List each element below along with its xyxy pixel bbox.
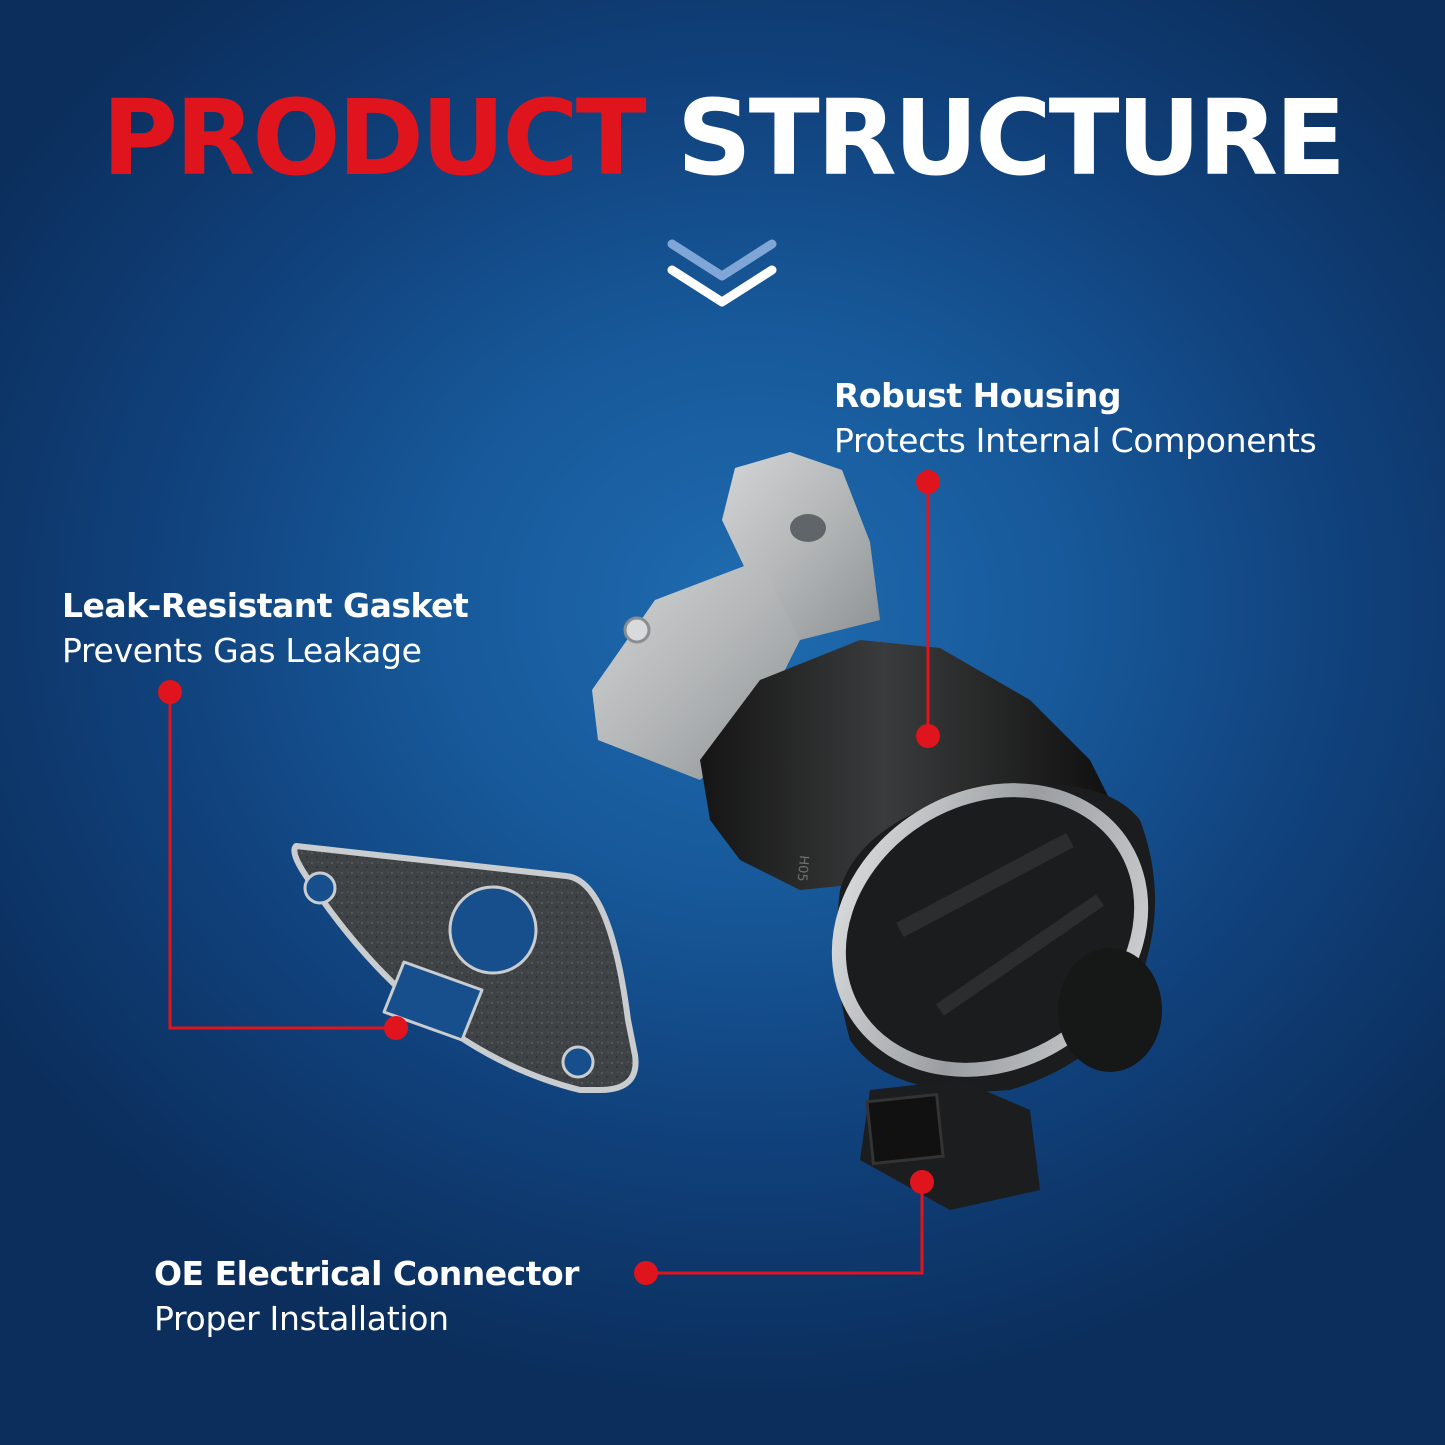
callout-lines [168, 482, 930, 1275]
callout-gasket-subtext: Prevents Gas Leakage [62, 631, 422, 670]
egr-valve-illustration: H05 [592, 452, 1162, 1210]
callout-dot-connector-target [910, 1170, 934, 1194]
callout-housing-heading: Robust Housing [834, 376, 1121, 415]
callout-gasket-heading: Leak-Resistant Gasket [62, 586, 469, 625]
double-chevron-down-icon [667, 239, 777, 307]
callout-dot-housing-top [916, 470, 940, 494]
callout-dot-gasket-target [384, 1016, 408, 1040]
callout-connector-heading: OE Electrical Connector [154, 1254, 579, 1293]
callout-dot-housing-target [916, 724, 940, 748]
page-title: PRODUCT STRUCTURE [0, 78, 1445, 198]
callout-housing-subtext: Protects Internal Components [834, 421, 1317, 460]
title-word-structure: STRUCTURE [676, 77, 1346, 199]
callout-housing: Robust Housing Protects Internal Compone… [834, 374, 1317, 464]
gasket-illustration [291, 843, 639, 1093]
callout-connector: OE Electrical Connector Proper Installat… [154, 1252, 579, 1342]
callout-line-gasket [168, 692, 396, 1030]
callout-connector-subtext: Proper Installation [154, 1299, 449, 1338]
callout-dot-gasket-top [158, 680, 182, 704]
callout-dot-connector-label [634, 1261, 658, 1285]
callout-line-connector [646, 1182, 924, 1275]
title-word-product: PRODUCT [101, 77, 647, 199]
callout-gasket: Leak-Resistant Gasket Prevents Gas Leaka… [62, 584, 469, 674]
callout-dots [158, 470, 940, 1285]
product-marking: H05 [794, 855, 811, 883]
